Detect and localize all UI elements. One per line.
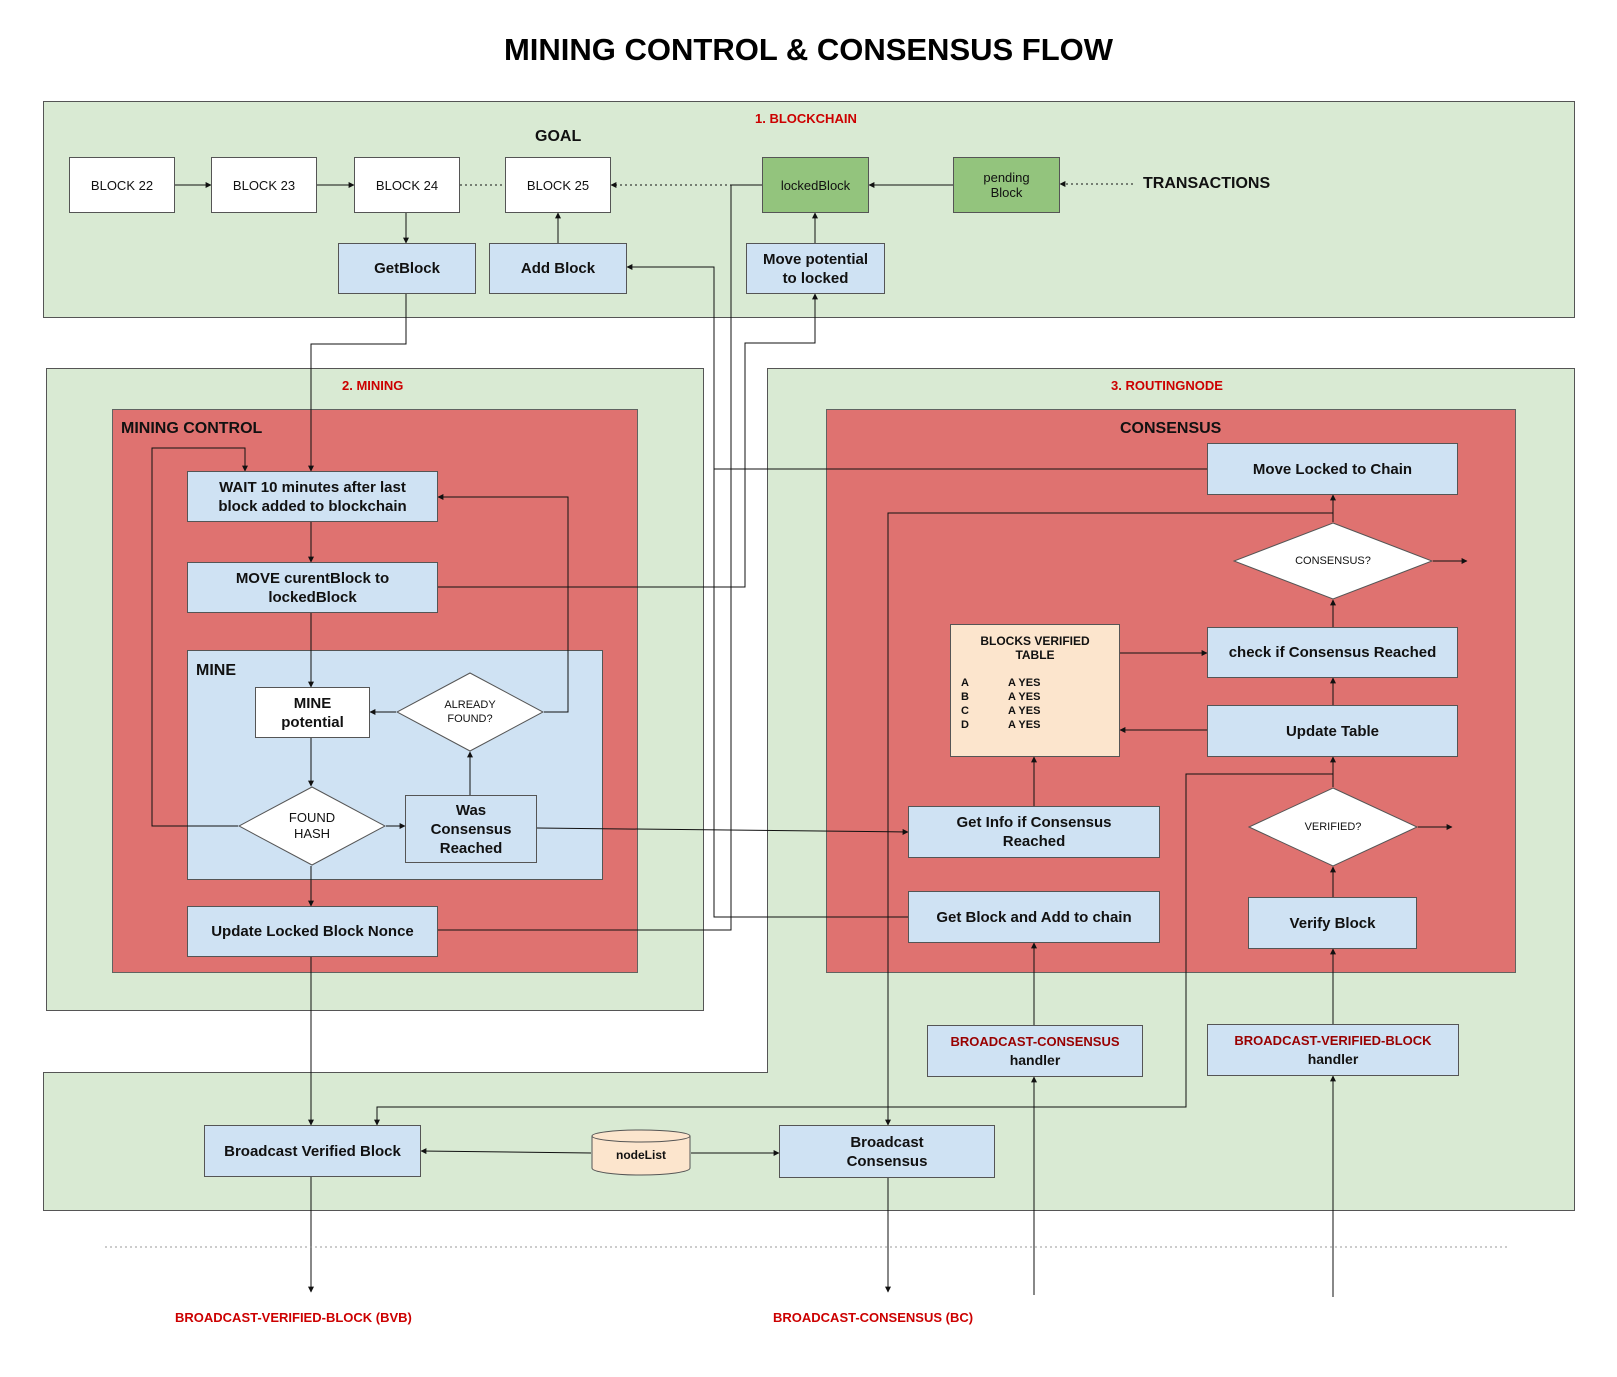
mine-potential-node: MINE potential <box>255 687 370 738</box>
table-value: A YES <box>1008 705 1041 717</box>
block-23: BLOCK 23 <box>211 157 317 213</box>
check-consensus-node: check if Consensus Reached <box>1207 627 1458 678</box>
footer-bvb-label: BROADCAST-VERIFIED-BLOCK (BVB) <box>175 1310 412 1325</box>
footer-bc-label: BROADCAST-CONSENSUS (BC) <box>773 1310 974 1325</box>
table-row: B A YES <box>961 691 1040 703</box>
table-value: A YES <box>1008 691 1041 703</box>
mining-control-header: MINING CONTROL <box>121 420 263 437</box>
table-row: D A YES <box>961 719 1040 731</box>
section-routingnode: 3. ROUTINGNODE <box>1111 378 1223 393</box>
table-key: B <box>961 691 969 703</box>
table-row: C A YES <box>961 705 1040 717</box>
consensus-decision: CONSENSUS? <box>1232 522 1434 600</box>
add-block-node: Add Block <box>489 243 627 294</box>
table-key: A <box>961 677 969 689</box>
move-current-node: MOVE curentBlock to lockedBlock <box>187 562 438 613</box>
bvb-handler-node: BROADCAST-VERIFIED-BLOCK handler <box>1207 1024 1459 1076</box>
found-hash-decision: FOUND HASH <box>237 786 387 866</box>
mine-header: MINE <box>196 662 236 679</box>
pending-block: pending Block <box>953 157 1060 213</box>
bc-handler-node: BROADCAST-CONSENSUS handler <box>927 1025 1143 1077</box>
table-value: A YES <box>1008 677 1041 689</box>
consensus-q-label: CONSENSUS? <box>1295 555 1371 567</box>
move-locked-node: Move Locked to Chain <box>1207 443 1458 495</box>
section-blockchain: 1. BLOCKCHAIN <box>755 111 857 126</box>
getblock-node: GetBlock <box>338 243 476 294</box>
bc-handler-suffix: handler <box>1009 1052 1061 1068</box>
move-potential-node: Move potential to locked <box>746 243 885 294</box>
section-mining: 2. MINING <box>342 378 404 393</box>
update-table-node: Update Table <box>1207 705 1458 757</box>
blocks-verified-table: BLOCKS VERIFIED TABLE A A YES B A YES C A Y… <box>950 624 1120 757</box>
consensus-header: CONSENSUS <box>1120 420 1222 437</box>
nodelist-db: nodeList <box>591 1129 691 1176</box>
already-found-decision: ALREADY FOUND? <box>395 672 545 752</box>
block-25: BLOCK 25 <box>505 157 611 213</box>
transactions-label: TRANSACTIONS <box>1143 175 1271 192</box>
verified-q-label: VERIFIED? <box>1304 821 1362 833</box>
locked-block: lockedBlock <box>762 157 869 213</box>
database-icon <box>591 1129 691 1176</box>
bvb-handler-name: BROADCAST-VERIFIED-BLOCK <box>1234 1033 1432 1048</box>
block-24: BLOCK 24 <box>354 157 460 213</box>
table-key: D <box>961 719 969 731</box>
verified-decision: VERIFIED? <box>1247 787 1419 867</box>
block-22: BLOCK 22 <box>69 157 175 213</box>
page-title: MINING CONTROL & CONSENSUS FLOW <box>503 32 1114 67</box>
get-block-add-node: Get Block and Add to chain <box>908 891 1160 943</box>
verify-block-node: Verify Block <box>1248 897 1417 949</box>
bvb-handler-suffix: handler <box>1307 1051 1359 1067</box>
bc-handler-name: BROADCAST-CONSENSUS <box>950 1034 1120 1049</box>
found-hash-label: FOUND HASH <box>288 810 336 841</box>
get-info-node: Get Info if Consensus Reached <box>908 806 1160 858</box>
broadcast-consensus-node: Broadcast Consensus <box>779 1125 995 1178</box>
found-hash-shape <box>237 786 387 866</box>
already-found-label: ALREADY FOUND? <box>444 699 496 725</box>
table-title: BLOCKS VERIFIED TABLE <box>980 634 1090 662</box>
table-key: C <box>961 705 969 717</box>
wait-node: WAIT 10 minutes after last block added t… <box>187 471 438 522</box>
table-row: A A YES <box>961 677 1040 689</box>
table-value: A YES <box>1008 719 1041 731</box>
broadcast-verified-block-node: Broadcast Verified Block <box>204 1125 421 1177</box>
was-consensus-node: Was Consensus Reached <box>405 795 537 863</box>
nodelist-label: nodeList <box>616 1147 666 1162</box>
update-nonce-node: Update Locked Block Nonce <box>187 906 438 957</box>
goal-label: GOAL <box>535 128 582 145</box>
